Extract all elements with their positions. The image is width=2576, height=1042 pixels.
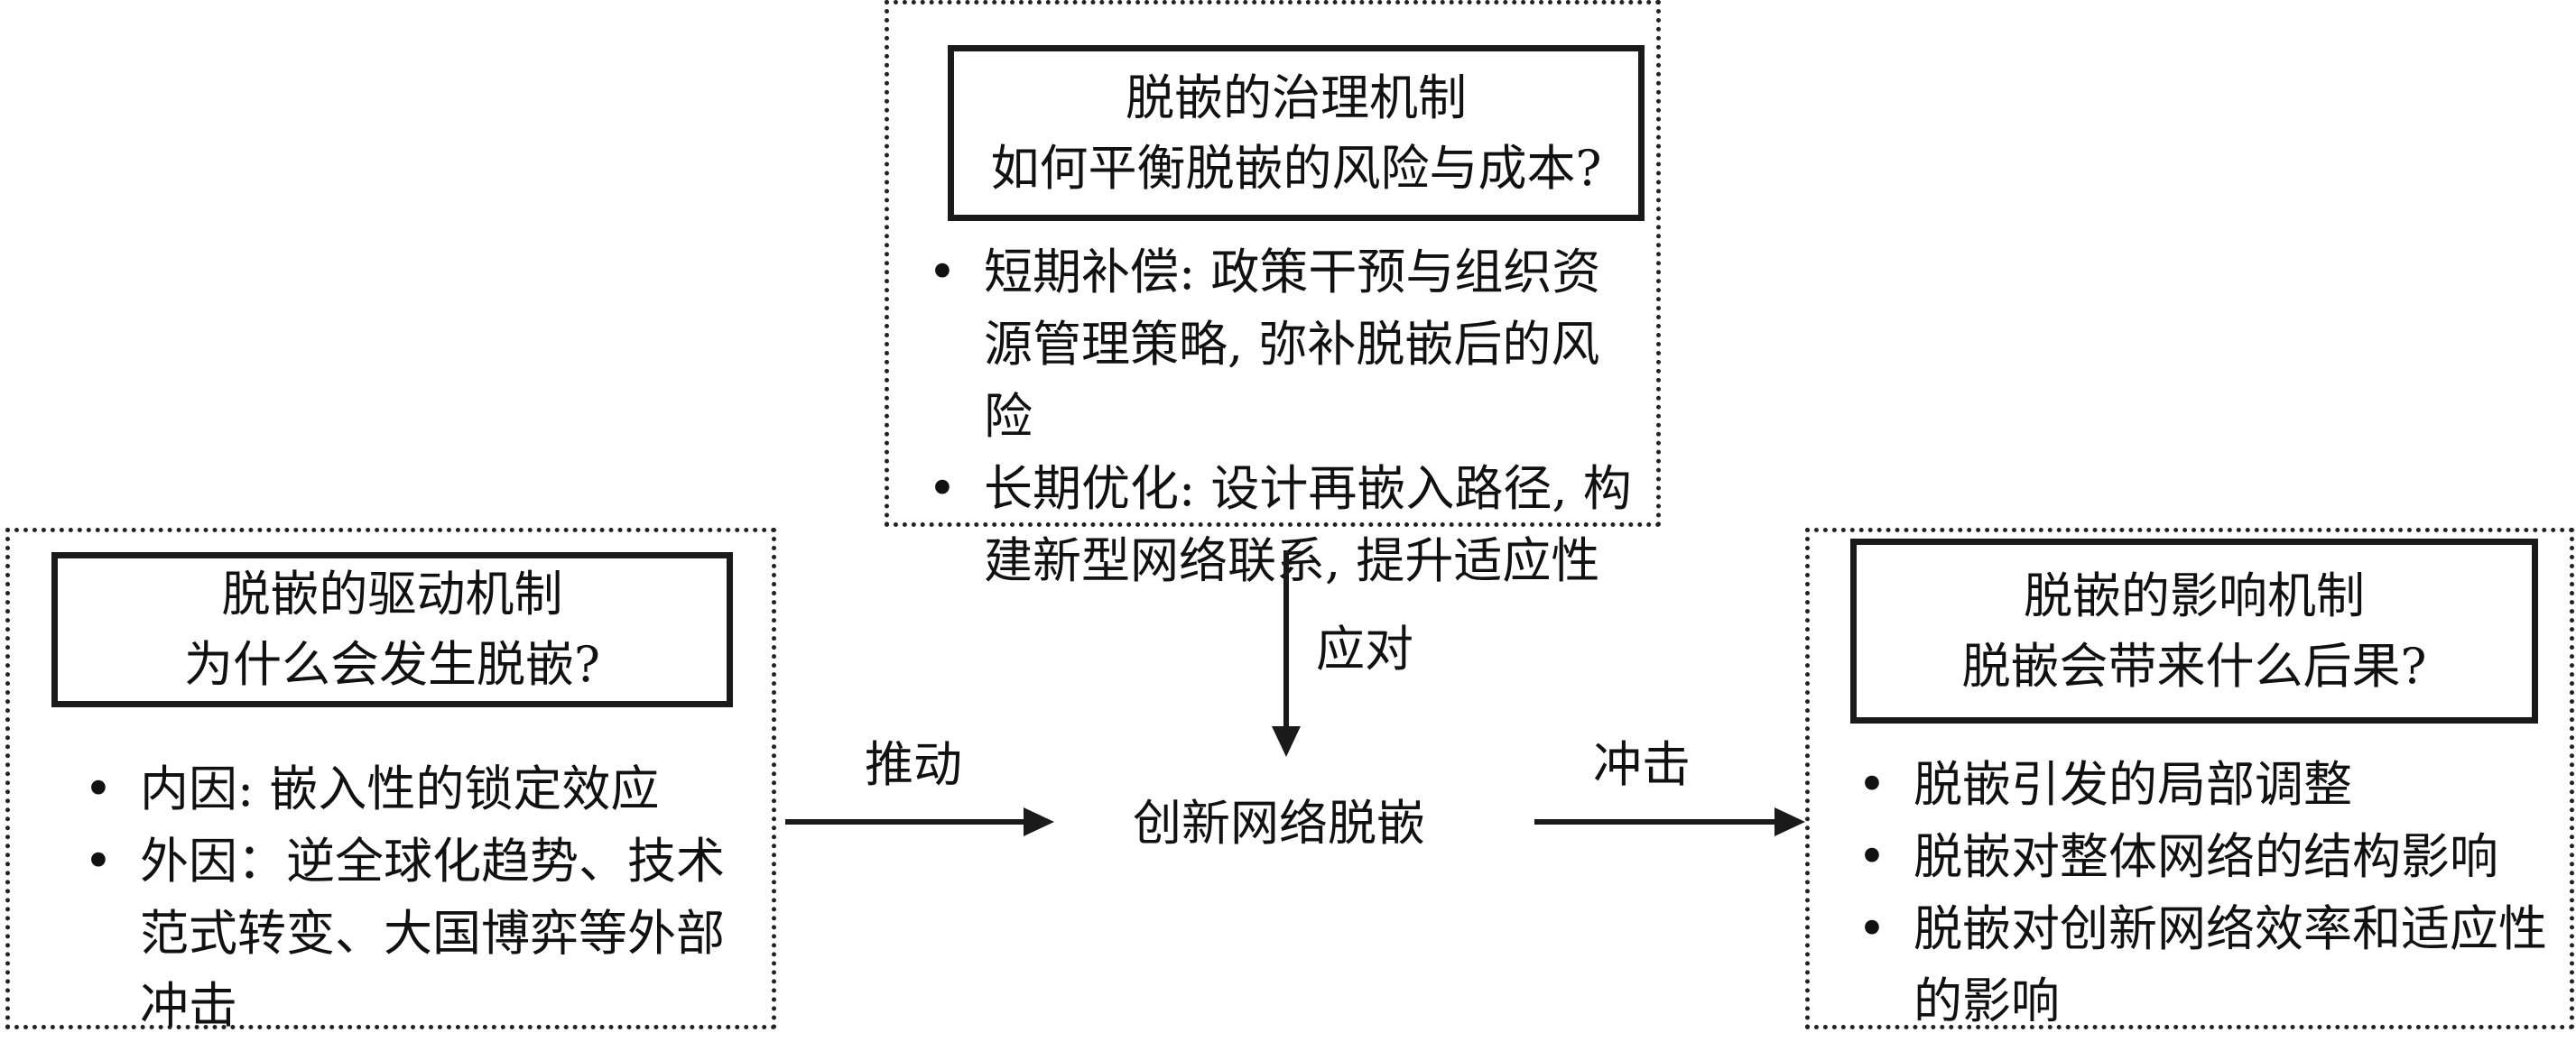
governance-title-box: 脱嵌的治理机制 如何平衡脱嵌的风险与成本?: [948, 45, 1645, 221]
governance-bullet: 长期优化: 设计再嵌入路径, 构建新型网络联系, 提升适应性: [921, 453, 1643, 597]
impact-arrow-line: [1534, 819, 1778, 825]
driving-title-box: 脱嵌的驱动机制 为什么会发生脱嵌?: [51, 552, 733, 707]
driving-question: 为什么会发生脱嵌?: [184, 636, 600, 693]
impact-bullets: 脱嵌引发的局部调整 脱嵌对整体网络的结构影响 脱嵌对创新网络效率和适应性的影响: [1850, 749, 2554, 1037]
driving-bullet: 内因: 嵌入性的锁定效应: [77, 753, 736, 825]
respond-arrow-line: [1283, 550, 1289, 731]
impact-title-box: 脱嵌的影响机制 脱嵌会带来什么后果?: [1850, 539, 2538, 724]
governance-question: 如何平衡脱嵌的风险与成本?: [990, 139, 1602, 197]
impact-bullet: 脱嵌对整体网络的结构影响: [1850, 821, 2554, 893]
respond-label: 应对: [1316, 621, 1413, 678]
push-arrow-head-icon: [1024, 807, 1054, 836]
driving-bullets: 内因: 嵌入性的锁定效应 外因：逆全球化趋势、技术范式转变、大国博弈等外部冲击: [77, 753, 736, 1042]
governance-bullet: 短期补偿: 政策干预与组织资源管理策略, 弥补脱嵌后的风险: [921, 236, 1643, 453]
impact-bullet: 脱嵌引发的局部调整: [1850, 749, 2554, 821]
impact-question: 脱嵌会带来什么后果?: [1961, 637, 2427, 695]
driving-title: 脱嵌的驱动机制: [221, 566, 563, 622]
impact-bullet: 脱嵌对创新网络效率和适应性的影响: [1850, 893, 2554, 1037]
push-arrow-line: [785, 819, 1029, 825]
push-label: 推动: [865, 736, 962, 793]
governance-title: 脱嵌的治理机制: [1126, 69, 1467, 126]
impact-label: 冲击: [1593, 736, 1691, 793]
center-label: 创新网络脱嵌: [1133, 795, 1425, 852]
driving-bullet: 外因：逆全球化趋势、技术范式转变、大国博弈等外部冲击: [77, 825, 736, 1042]
impact-arrow-head-icon: [1774, 807, 1805, 836]
respond-arrow-head-icon: [1272, 726, 1301, 757]
impact-title: 脱嵌的影响机制: [2024, 567, 2365, 624]
governance-bullets: 短期补偿: 政策干预与组织资源管理策略, 弥补脱嵌后的风险 长期优化: 设计再嵌…: [921, 236, 1643, 597]
